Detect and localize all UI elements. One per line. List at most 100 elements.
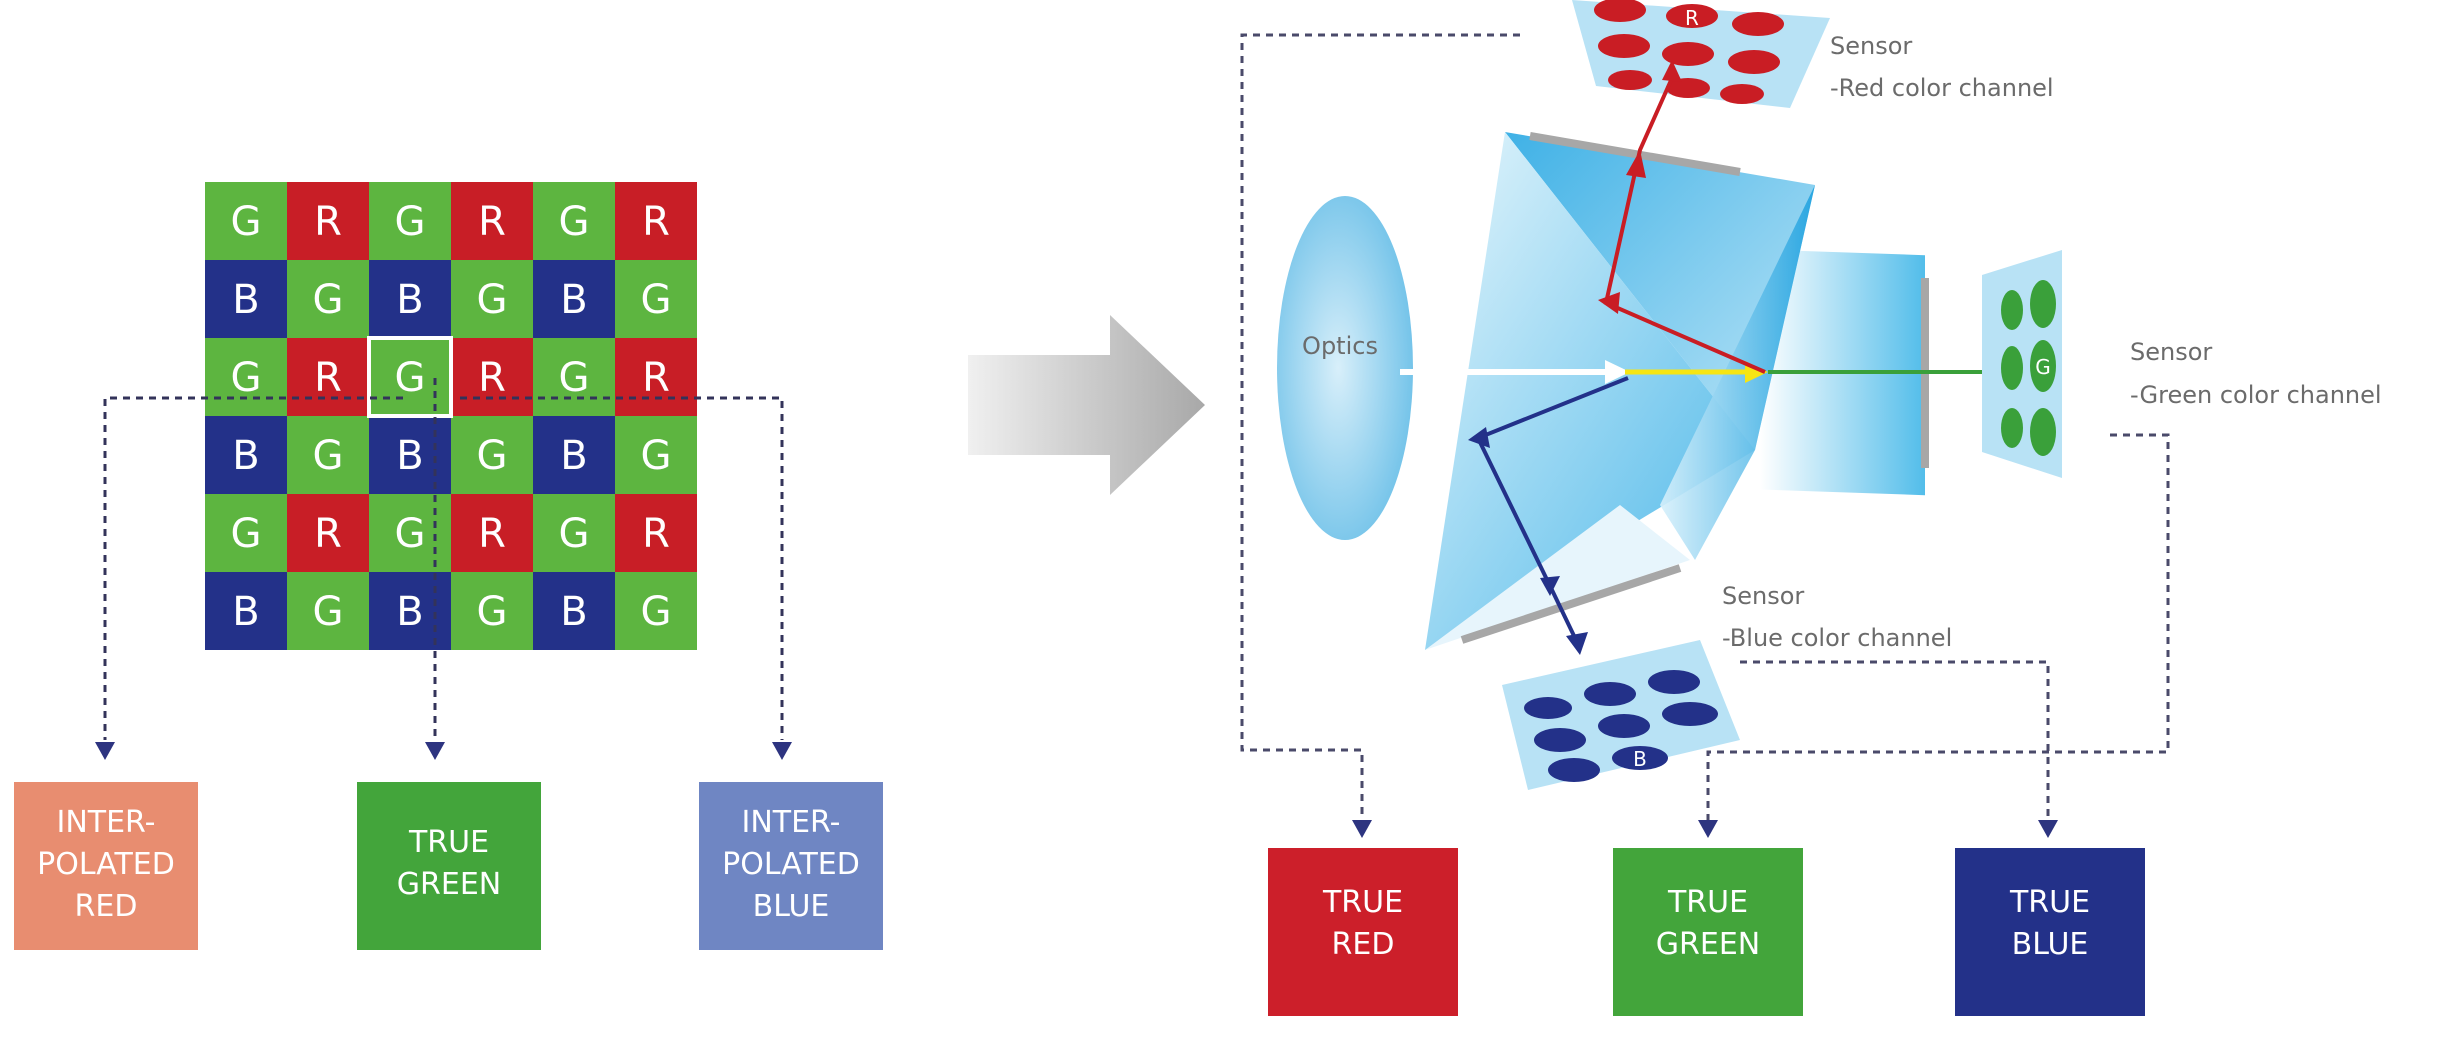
bayer-cell-letter: G: [395, 511, 426, 557]
bayer-cell: [533, 572, 615, 650]
bayer-cell: [205, 260, 287, 338]
svg-text:TRUE: TRUE: [1322, 885, 1403, 920]
prism: [1425, 132, 1929, 650]
bayer-cell: [287, 260, 369, 338]
bayer-cell-letter: B: [232, 277, 259, 323]
bayer-cell: [287, 416, 369, 494]
bayer-cell: [533, 338, 615, 416]
svg-text:RED: RED: [1332, 927, 1395, 962]
bayer-cell-letter: B: [232, 589, 259, 635]
bayer-cell-letter: B: [232, 433, 259, 479]
bayer-cell-letter: B: [396, 433, 423, 479]
red-sensor-title: Sensor: [1830, 32, 1912, 60]
bayer-cell: [205, 338, 287, 416]
bayer-cell: [533, 182, 615, 260]
bayer-cell-letter: G: [313, 433, 344, 479]
true-green-box-left: TRUE GREEN: [357, 782, 541, 950]
bayer-cell-letter: G: [477, 277, 508, 323]
bayer-cell-letter: G: [559, 355, 590, 401]
svg-text:TRUE: TRUE: [1667, 885, 1748, 920]
bayer-cell: [205, 572, 287, 650]
arrow-right-icon: [968, 315, 1205, 495]
bayer-cell-letter: G: [559, 199, 590, 245]
bayer-cell: [533, 260, 615, 338]
svg-text:INTER-: INTER-: [741, 805, 840, 840]
red-sensor: R: [1572, 0, 1830, 108]
highlight-cell-frame: [367, 336, 453, 418]
svg-text:RED: RED: [75, 889, 138, 924]
bayer-cell-letter: B: [396, 277, 423, 323]
green-sensor: G: [1982, 250, 2062, 478]
bayer-cell-letter: R: [478, 199, 506, 245]
bayer-cell: [451, 338, 533, 416]
green-sensor-title: Sensor: [2130, 338, 2212, 366]
bayer-cell: [451, 260, 533, 338]
bayer-cell: [615, 338, 697, 416]
bayer-cell-letter: R: [314, 199, 342, 245]
bayer-cell: [615, 572, 697, 650]
bayer-cell-letter: R: [478, 355, 506, 401]
bayer-cell-letter: G: [313, 277, 344, 323]
bayer-cell: [615, 494, 697, 572]
bayer-cell: [205, 182, 287, 260]
bayer-cell: [369, 494, 451, 572]
blue-sensor-title: Sensor: [1722, 582, 1804, 610]
green-sensor-subtitle: -Green color channel: [2130, 381, 2382, 409]
bayer-cell: [533, 416, 615, 494]
svg-text:INTER-: INTER-: [56, 805, 155, 840]
bayer-cell-letter: B: [560, 589, 587, 635]
bayer-cell-letter: G: [477, 433, 508, 479]
bayer-cell-letter: B: [560, 433, 587, 479]
prism-connectors: [1240, 33, 2170, 838]
optics-lens: [1277, 196, 1413, 540]
blue-sensor: B: [1502, 640, 1740, 790]
bayer-cell-letter: G: [477, 589, 508, 635]
bayer-cell: [369, 338, 451, 416]
blue-sensor-subtitle: -Blue color channel: [1722, 624, 1952, 652]
svg-text:GREEN: GREEN: [397, 867, 501, 902]
bayer-cell: [451, 572, 533, 650]
svg-text:POLATED: POLATED: [722, 847, 860, 882]
bayer-cell: [287, 572, 369, 650]
bayer-cell: [205, 494, 287, 572]
svg-text:GREEN: GREEN: [1656, 927, 1760, 962]
bayer-cell: [369, 260, 451, 338]
svg-text:TRUE: TRUE: [408, 825, 489, 860]
bayer-cell-letter: G: [395, 199, 426, 245]
bayer-cell: [287, 494, 369, 572]
bayer-cell: [451, 494, 533, 572]
svg-text:BLUE: BLUE: [753, 889, 830, 924]
bayer-cell-letter: G: [641, 433, 672, 479]
red-sensor-subtitle: -Red color channel: [1830, 74, 2054, 102]
true-blue-box: TRUE BLUE: [1955, 848, 2145, 1016]
svg-text:POLATED: POLATED: [37, 847, 175, 882]
svg-text:G: G: [2035, 355, 2051, 379]
bayer-cell-letter: R: [642, 355, 670, 401]
bayer-cell: [205, 416, 287, 494]
bayer-cell-letter: R: [478, 511, 506, 557]
bayer-cell-letter: G: [559, 511, 590, 557]
svg-text:BLUE: BLUE: [2012, 927, 2089, 962]
interpolated-blue-box: INTER- POLATED BLUE: [699, 782, 883, 950]
bayer-cell: [369, 182, 451, 260]
bayer-cell: [369, 416, 451, 494]
bayer-cell-letter: G: [395, 355, 426, 401]
bayer-cell-letter: G: [231, 199, 262, 245]
bayer-cell: [615, 416, 697, 494]
bayer-cell-letter: R: [314, 355, 342, 401]
bayer-cell: [451, 182, 533, 260]
bayer-cell-letter: G: [231, 355, 262, 401]
bayer-cell-letter: G: [641, 277, 672, 323]
bayer-cell-letter: R: [314, 511, 342, 557]
bayer-cell: [533, 494, 615, 572]
svg-text:B: B: [1633, 747, 1647, 771]
bayer-cell-letter: B: [396, 589, 423, 635]
bayer-cell-letter: R: [642, 511, 670, 557]
svg-text:TRUE: TRUE: [2009, 885, 2090, 920]
bayer-cell: [615, 260, 697, 338]
bayer-cell-letter: R: [642, 199, 670, 245]
bayer-cell: [287, 338, 369, 416]
optics-label: Optics: [1302, 332, 1378, 360]
